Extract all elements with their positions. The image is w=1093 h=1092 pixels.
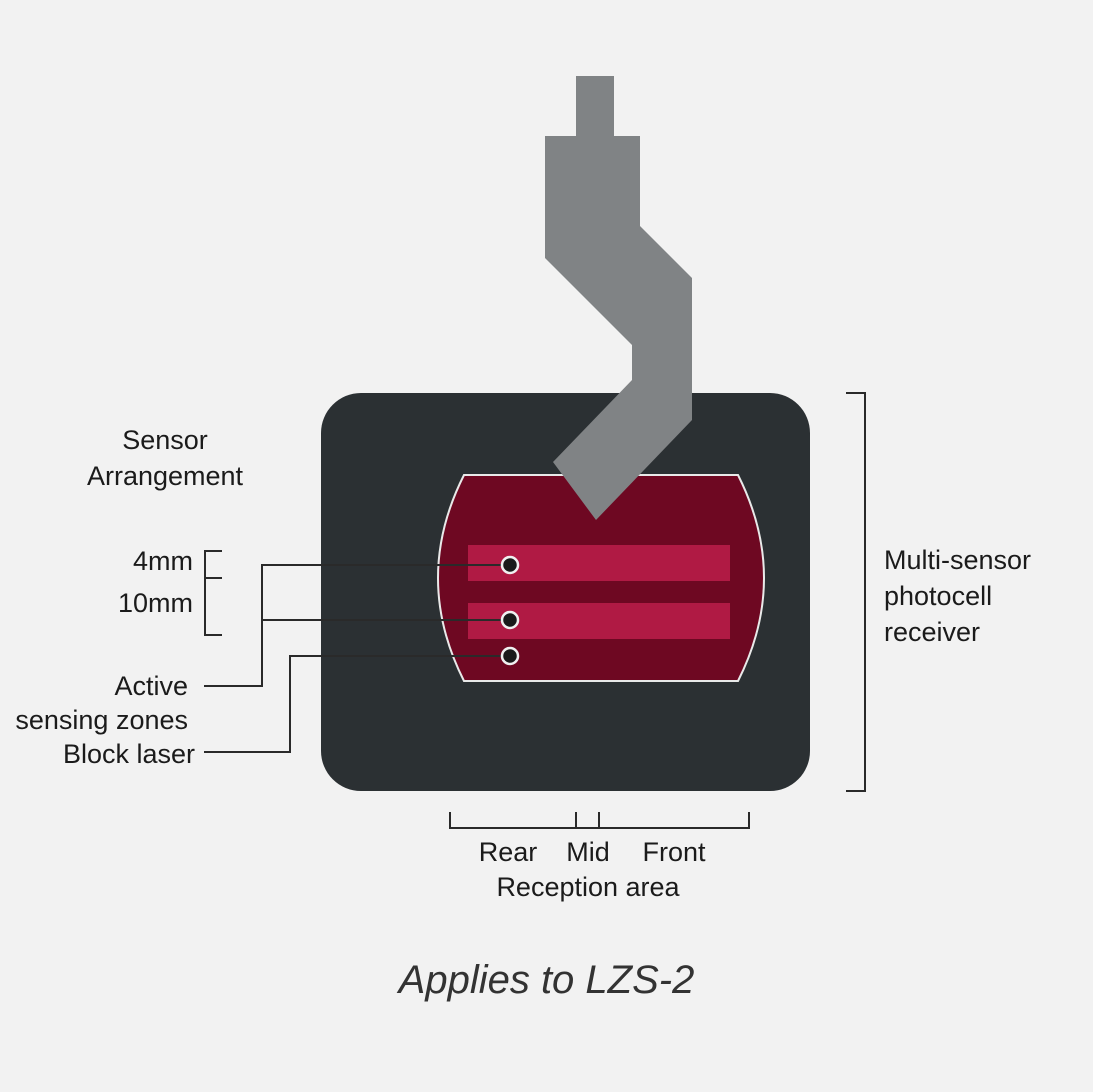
bracket-4mm: [204, 550, 222, 579]
label-4mm: 4mm: [133, 546, 193, 576]
label-10mm: 10mm: [117, 588, 193, 618]
leader-line-block-laser: [204, 655, 510, 753]
sensor-points: [500, 555, 520, 666]
reception-area-bracket: [449, 812, 750, 829]
caption: Applies to LZS-2: [398, 958, 695, 1002]
label-receiver-line1: Multi-sensor: [884, 545, 1032, 575]
label-rear: Rear: [478, 837, 538, 867]
label-receiver-line3: receiver: [884, 617, 981, 647]
label-front: Front: [642, 837, 706, 867]
label-receiver-line2: photocell: [884, 581, 993, 611]
label-sensor-arrangement-line1: Sensor: [122, 425, 208, 455]
sensor-point-bottom: [500, 646, 520, 666]
sensor-point-top: [500, 555, 520, 575]
bracket-10mm: [204, 578, 222, 636]
leader-line-active: [204, 564, 510, 687]
label-active-line2: sensing zones: [15, 705, 188, 735]
leader-lines: [204, 550, 510, 753]
receiver-bracket: [846, 392, 866, 792]
label-mid: Mid: [566, 837, 610, 867]
label-block-laser: Block laser: [62, 739, 195, 769]
sensor-point-middle: [500, 610, 520, 630]
press-brake-tool: [545, 76, 692, 520]
label-active-line1: Active: [114, 671, 188, 701]
label-sensor-arrangement-line2: Arrangement: [86, 461, 244, 491]
label-reception-area: Reception area: [496, 872, 680, 902]
